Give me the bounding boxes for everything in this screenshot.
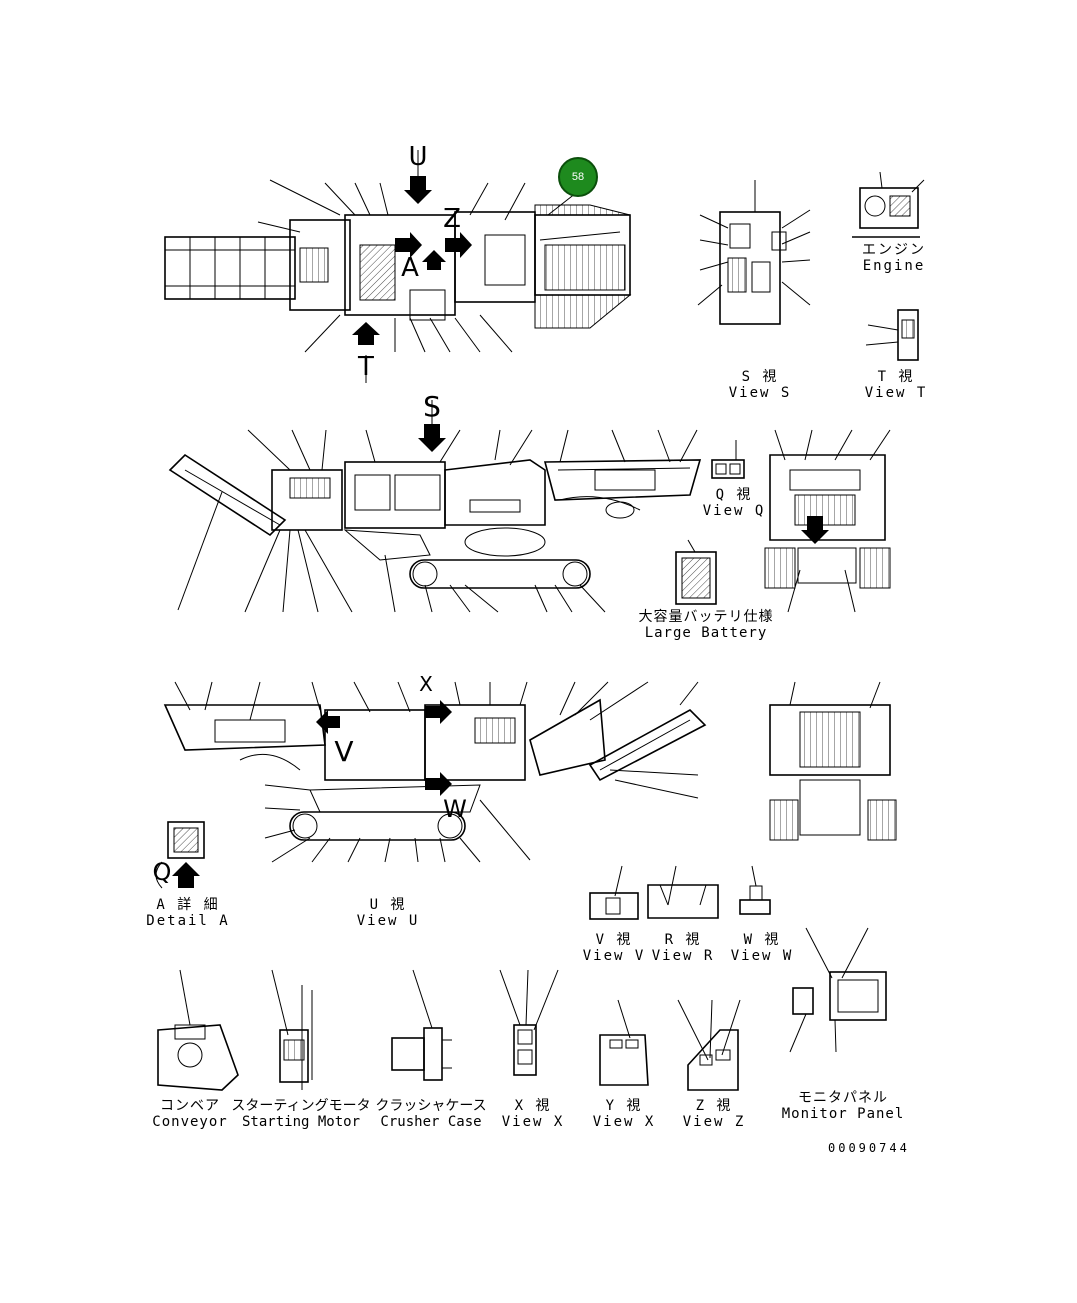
view-q-drawing: [711, 440, 745, 479]
view-z-drawing: [677, 999, 741, 1091]
view-letter-u: U: [408, 142, 428, 172]
view-letter-s: S: [423, 390, 441, 423]
view-letter-q: Q: [152, 858, 172, 886]
view-letter-w: W: [443, 795, 467, 823]
view-letter-v: V: [334, 735, 354, 768]
crusher-case-drawing: [391, 969, 452, 1081]
monitor-panel-drawing: [789, 927, 887, 1053]
view-letter-t: T: [358, 352, 374, 382]
view-w-drawing: [739, 865, 771, 915]
view-s-drawing: [697, 180, 811, 325]
view-r-drawing: [647, 865, 719, 919]
document-number: 00090744: [828, 1141, 910, 1155]
callout-58-badge[interactable]: 58: [558, 157, 598, 197]
rear-view-drawing: [764, 429, 891, 613]
large-battery-drawing: [675, 539, 717, 605]
engine-drawing: [852, 171, 925, 238]
view-x-drawing: [499, 969, 559, 1076]
view-y-drawing: [599, 999, 649, 1086]
view-t-drawing: [865, 309, 919, 361]
top-plan-view: [164, 150, 632, 383]
view-letter-a: A: [401, 253, 419, 283]
detail-a-drawing: [155, 821, 205, 889]
view-v-drawing: [589, 865, 639, 920]
view-letter-z: Z: [443, 204, 461, 234]
side-elevation-view-2: [163, 681, 707, 863]
conveyor-drawing: [157, 969, 239, 1091]
side-elevation-view: [168, 400, 702, 613]
front-view-drawing: [769, 681, 897, 841]
view-letter-x: X: [419, 672, 433, 696]
starting-motor-drawing: [271, 969, 313, 1090]
